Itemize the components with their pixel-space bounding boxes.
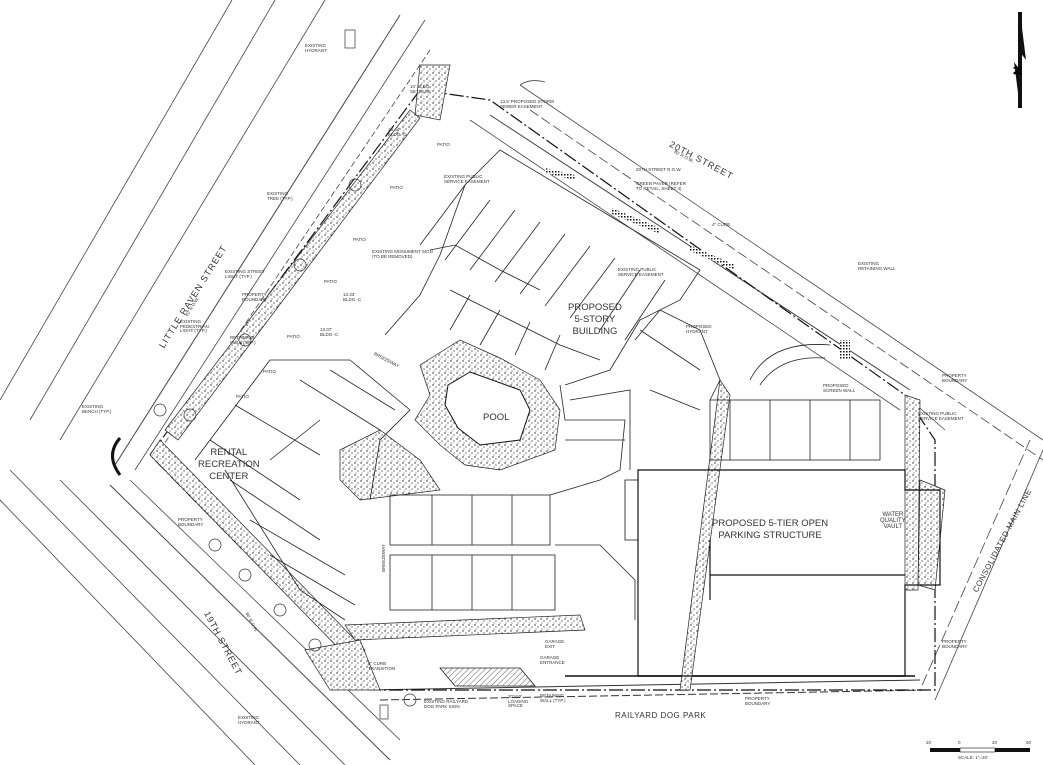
west-wing [194, 359, 411, 621]
property-boundary-note: PROPERTY BOUNDARY [242, 292, 268, 302]
bldg-height-note: 13.33' BLDG.-C [343, 292, 362, 302]
scale-label: SCALE: 1"=20' [958, 755, 988, 760]
loading-space [439, 667, 536, 687]
patio-label: PATIO [287, 334, 300, 339]
easement-note: EXISTING PUBLIC SERVICE EASEMENT [918, 411, 964, 421]
curb-note: 4" CURB [712, 222, 731, 227]
easement-note: EXISTING PUBLIC SERVICE EASEMENT [618, 267, 664, 277]
rental-recreation-label: RENTAL RECREATION CENTER [198, 447, 260, 482]
svg-text:N: N [1011, 66, 1025, 75]
retaining-wall-note: RETAINING WALL (TYP.) [230, 335, 256, 345]
tree-note: EXISTING TREE (TYP.) [267, 191, 293, 201]
proposed-hydrant-note: PROPOSED HYDRANT [686, 324, 712, 334]
retaining-wall-note: EXISTING RETAINING WALL [858, 261, 896, 271]
monument-sign-note: EXISTING MONUMENT SIGN (TO BE REMOVED) [372, 249, 433, 259]
breezeway-label: BREEZEWAY [381, 544, 386, 572]
street-trees [153, 29, 417, 720]
storm-easement-note: 13.5' PROPOSED STORM SEWER EASEMENT [500, 99, 554, 109]
green-paver-note: GREEN PAVER (REFER TO RETAIL, SHEET 4) [636, 181, 686, 191]
dog-park-sign-note: EXISTING RAILYARD DOG PARK SIGN [424, 699, 469, 709]
bldg-height-note: 13.07' BLDG.-C [320, 327, 339, 337]
bench-note: EXISTING BENCH (TYP.) [82, 404, 112, 414]
scale-bar [930, 747, 1030, 753]
patio-label: PATIO [390, 185, 403, 190]
east-units [634, 309, 881, 461]
bench-wall [111, 437, 122, 476]
parking-structure [624, 469, 941, 677]
scale-tick: 0 [958, 740, 961, 745]
railyard-dog-park-label: RAILYARD DOG PARK [615, 711, 707, 720]
proposed-building [384, 149, 701, 386]
little-raven-street [0, 0, 431, 471]
garage-exit-note: GARAGE EXIT [545, 639, 565, 649]
scale-tick: 20 [926, 740, 932, 745]
ped-light-note: EXISTING PEDESTRIAN LIGHT (TYP.) [180, 319, 209, 333]
nineteenth-street [0, 469, 401, 765]
proposed-building-label: PROPOSED 5-STORY BUILDING [568, 302, 622, 337]
north-arrow: N [1011, 12, 1026, 108]
patio-label: PATIO [437, 142, 450, 147]
bldg-height-note: 13.44' BLDG.-C [388, 127, 407, 137]
screen-wall-note: PROPOSED SCREEN WALL [823, 383, 856, 393]
retaining-wall-note: RETAINING WALL (TYP.) [540, 693, 566, 703]
loading-space-note: 20'x50' LOADING SPACE [508, 694, 529, 708]
scale-tick: 20 [992, 740, 998, 745]
property-boundary-note: PROPERTY BOUNDARY [942, 373, 968, 383]
scale-tick: 40 [1026, 740, 1032, 745]
property-boundary-note: PROPERTY BOUNDARY [178, 517, 204, 527]
pool-label: POOL [483, 412, 510, 423]
setback-note: 10' BLDG. SETBACK [410, 84, 432, 94]
hydrant-note: EXISTING HYDRANT [238, 715, 260, 725]
property-boundary-note: PROPERTY BOUNDARY [745, 696, 771, 706]
easement-note: EXISTING PUBLIC SERVICE EASEMENT [444, 174, 490, 184]
garage-entrance-note: GARAGE ENTRANCE [540, 655, 565, 665]
water-quality-vault-label: WATER QUALITY VAULT [880, 512, 906, 530]
patio-label: PATIO [324, 279, 337, 284]
hydrant-note: EXISTING HYDRANT [305, 43, 327, 53]
patio-label: PATIO [353, 237, 366, 242]
patio-label: PATIO [263, 369, 276, 374]
row-note: 20TH STREET R.O.W. [636, 167, 682, 172]
landscape-areas [149, 64, 946, 691]
streetlight-note: EXISTING STREET LIGHT (TYP.) [225, 269, 266, 279]
south-wing [389, 384, 636, 620]
pool-shape [444, 371, 531, 446]
green-paver-areas [545, 168, 850, 360]
curb-transition-note: 6" CURB TRANSITION [368, 661, 396, 671]
patio-label: PATIO [236, 394, 249, 399]
twentieth-street [469, 80, 1043, 461]
parking-structure-label: PROPOSED 5-TIER OPEN PARKING STRUCTURE [712, 518, 829, 541]
property-boundary-note: PROPERTY BOUNDARY [942, 639, 968, 649]
